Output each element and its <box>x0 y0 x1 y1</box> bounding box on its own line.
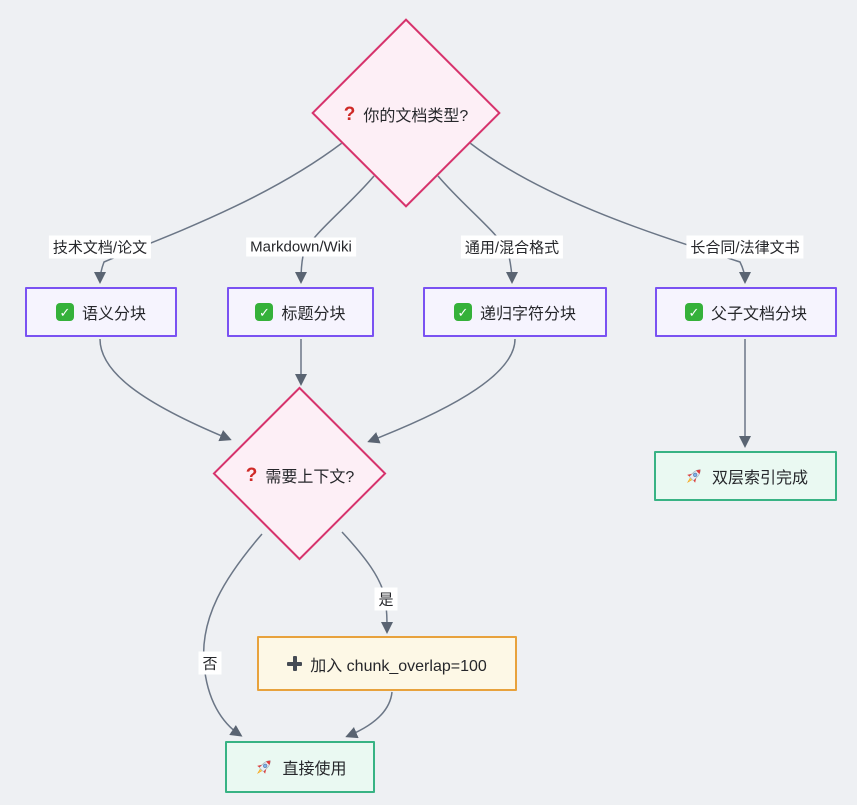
edge-label-markdown-wiki: Markdown/Wiki <box>246 237 356 257</box>
rocket-icon <box>257 759 272 774</box>
edge-label-long-contract: 长合同/法律文书 <box>686 235 804 259</box>
decision-need-context-label: 需要上下文? <box>246 463 355 487</box>
check-icon <box>453 303 472 321</box>
edge-doctype-semantic <box>94 142 343 284</box>
check-icon <box>55 303 74 321</box>
edge-semantic-context <box>99 338 232 442</box>
edge-label-general-mixed: 通用/混合格式 <box>460 235 564 259</box>
node-parent-child-chunk: 父子文档分块 <box>655 287 837 337</box>
edge-context-yes-overlap <box>341 531 393 634</box>
plus-icon <box>287 656 303 671</box>
question-icon <box>344 105 356 124</box>
edge-context-no-directuse <box>202 533 263 737</box>
decision-doc-type-label: 你的文档类型? <box>344 102 469 126</box>
node-label: 直接使用 <box>282 761 347 778</box>
node-recursive-chunk: 递归字符分块 <box>423 287 607 337</box>
node-label: 递归字符分块 <box>479 306 576 323</box>
node-label: 加入 chunk_overlap=100 <box>310 657 487 675</box>
edge-overlap-directuse <box>345 691 393 739</box>
edge-doctype-parentchild <box>469 142 751 284</box>
node-heading-chunk: 标题分块 <box>227 287 374 337</box>
node-label: 双层索引完成 <box>711 470 808 487</box>
node-label: 语义分块 <box>81 306 146 323</box>
check-icon <box>684 303 703 321</box>
node-label: 标题分块 <box>281 306 346 323</box>
node-label: 你的文档类型? <box>363 108 469 125</box>
edge-label-tech-docs: 技术文档/论文 <box>48 235 152 259</box>
rocket-icon <box>686 468 701 483</box>
edge-doctype-recursive <box>437 175 518 284</box>
node-direct-use: 直接使用 <box>225 741 375 793</box>
edge-label-no: 否 <box>198 651 222 675</box>
edge-doctype-heading <box>295 175 375 284</box>
edge-label-yes: 是 <box>374 587 398 611</box>
check-icon <box>255 303 274 321</box>
question-icon <box>246 466 258 485</box>
node-semantic-chunk: 语义分块 <box>25 287 177 337</box>
node-dual-index-done: 双层索引完成 <box>654 451 837 501</box>
edge-recursive-context <box>367 338 516 444</box>
node-add-overlap: 加入 chunk_overlap=100 <box>257 636 517 691</box>
node-label: 父子文档分块 <box>710 306 807 323</box>
node-label: 需要上下文? <box>265 469 355 486</box>
